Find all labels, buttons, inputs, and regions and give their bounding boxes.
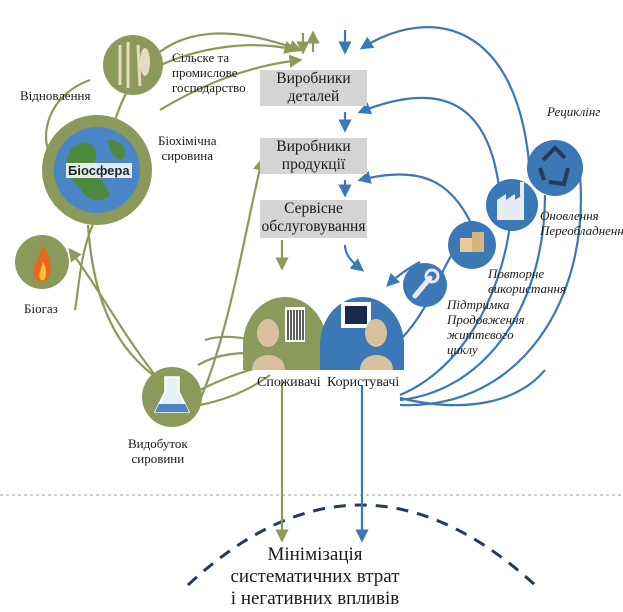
bottom-line-3: і негативних впливів <box>230 588 400 609</box>
factory-icon <box>486 179 538 231</box>
support-line-1: Підтримка <box>447 297 510 312</box>
parts-line-1: Виробники <box>276 70 351 87</box>
reuse-line-1: Повторне <box>488 266 545 281</box>
renewal-refit-label: Оновлення Переобладнення <box>540 208 623 238</box>
service-line-1: Сервісне <box>284 200 343 217</box>
service-box: Сервісне обслуговування <box>260 200 367 238</box>
agriculture-label: Сільске та промислове господарство <box>172 50 246 95</box>
biosphere-label: Біосфера <box>66 163 132 178</box>
renewal-line-1: Оновлення <box>540 208 599 223</box>
support-line-4: циклу <box>447 342 478 357</box>
biochem-label: Біохімічна сировина <box>158 133 216 163</box>
product-producers-box: Виробники продукції <box>260 138 367 174</box>
reuse-line-2: використання <box>488 281 566 296</box>
agriculture-line-1: Сільске та <box>172 50 230 65</box>
extraction-line-1: Видобуток <box>128 436 188 451</box>
bottom-caption: Мінімізація систематичних втрат і негати… <box>200 544 430 610</box>
service-line-2: обслуговування <box>261 218 366 235</box>
boxes-icon <box>448 221 496 269</box>
renewal-label: Відновлення <box>20 88 91 103</box>
biochem-line-2: сировина <box>161 148 214 163</box>
recycling-label: Рециклінг <box>547 104 601 119</box>
flask-icon <box>142 367 202 427</box>
biochem-line-1: Біохімічна <box>158 133 217 148</box>
support-label: Підтримка Продовження життєвого циклу <box>447 297 525 357</box>
recycle-icon <box>527 140 583 196</box>
agriculture-line-3: господарство <box>172 80 246 95</box>
bottom-line-1: Мінімізація <box>267 544 363 565</box>
extraction-label: Видобуток сировини <box>128 436 188 466</box>
dashed-arc <box>186 503 537 587</box>
users-label: Користувачі <box>327 375 400 390</box>
products-line-2: продукції <box>281 156 346 173</box>
agriculture-line-2: промислове <box>172 65 238 80</box>
support-line-2: Продовження <box>447 312 525 327</box>
extraction-line-2: сировини <box>131 451 185 466</box>
parts-producers-box: Виробники деталей <box>260 70 367 106</box>
reuse-label: Повторне використання <box>488 266 566 296</box>
flame-icon <box>15 235 69 289</box>
products-line-1: Виробники <box>276 138 351 155</box>
biogas-label: Біогаз <box>24 301 58 316</box>
parts-line-2: деталей <box>287 88 340 105</box>
wrench-icon <box>403 263 447 307</box>
support-line-3: життєвого <box>447 327 514 342</box>
barcode-head-icon <box>243 297 327 370</box>
bottom-line-2: систематичних втрат <box>230 566 400 587</box>
renewal-line-2: Переобладнення <box>540 223 623 238</box>
consumers-label: Споживачі <box>257 375 321 390</box>
computer-head-icon <box>320 297 404 370</box>
wheat-fish-icon <box>103 35 163 95</box>
